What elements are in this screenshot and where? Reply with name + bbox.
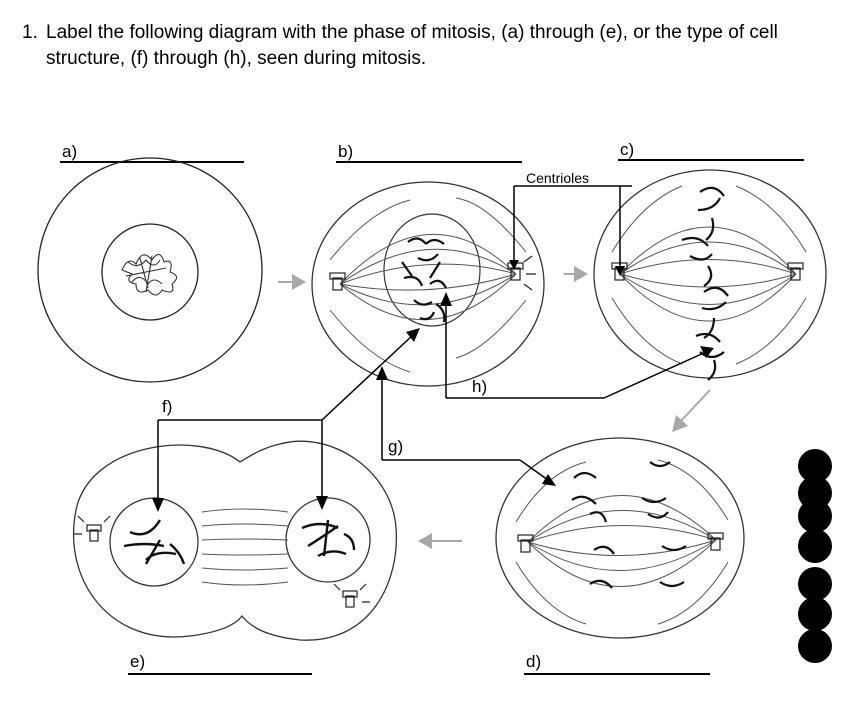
label-c: c)	[620, 140, 634, 159]
question-number: 1.	[22, 22, 38, 43]
dot	[798, 449, 832, 483]
cell-d	[495, 437, 745, 639]
label-g: g)	[388, 437, 403, 456]
dot	[798, 529, 832, 563]
label-f: f)	[162, 397, 172, 416]
dot	[798, 629, 832, 663]
question-text: Label the following diagram with the pha…	[46, 22, 778, 69]
flow-arrow-d-e	[418, 533, 462, 549]
cell-e	[72, 440, 398, 641]
dot	[798, 567, 832, 601]
label-centrioles: Centrioles	[526, 170, 589, 186]
flow-arrow-b-c	[564, 266, 588, 282]
cell-c	[593, 169, 827, 381]
answer-blank-c[interactable]: c)	[618, 140, 804, 161]
label-e: e)	[130, 652, 145, 671]
answer-blank-a[interactable]: a)	[60, 142, 244, 163]
dot	[798, 499, 832, 533]
label-h: h)	[472, 377, 487, 396]
flow-arrow-a-b	[278, 274, 306, 290]
answer-blank-b[interactable]: b)	[336, 142, 522, 163]
answer-blank-e[interactable]: e)	[128, 652, 312, 675]
dot	[798, 597, 832, 631]
cell-b	[311, 181, 545, 387]
label-a: a)	[62, 142, 77, 161]
label-b: b)	[338, 142, 353, 161]
answer-blank-d[interactable]: d)	[524, 652, 710, 675]
pointer-f[interactable]: f)	[152, 328, 420, 512]
pointer-g[interactable]: g)	[376, 366, 556, 486]
label-d: d)	[526, 652, 541, 671]
flow-arrow-c-d	[672, 389, 711, 432]
pointer-h[interactable]: h)	[440, 292, 714, 399]
centrioles-pointer: Centrioles	[509, 170, 632, 276]
dot-column	[798, 449, 832, 663]
cell-a	[37, 157, 263, 383]
